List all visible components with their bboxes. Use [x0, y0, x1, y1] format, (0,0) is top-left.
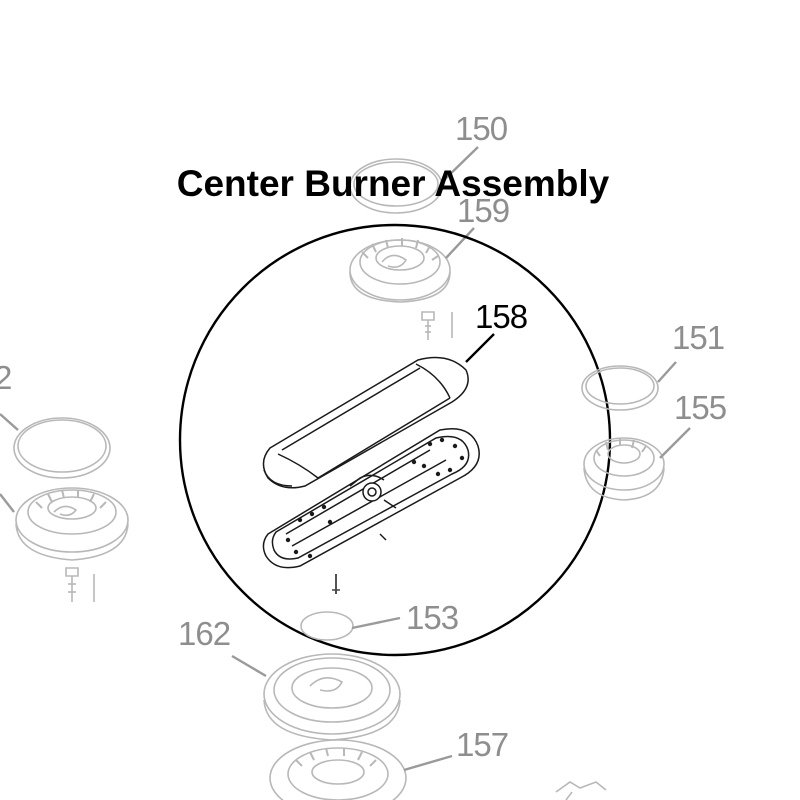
callout-153[interactable]: 153: [406, 599, 459, 636]
part-157-burner[interactable]: [269, 739, 407, 800]
callout-162[interactable]: 162: [178, 615, 231, 652]
callout-158[interactable]: 158: [475, 298, 528, 335]
callout-152[interactable]: 2: [0, 359, 12, 396]
part-158-cover-plate[interactable]: [262, 356, 469, 489]
part-152-burner-cap[interactable]: [13, 417, 111, 479]
part-152-burner-head[interactable]: [15, 487, 129, 561]
part-155-burner-head[interactable]: [583, 437, 665, 501]
leader-158: [465, 333, 495, 363]
part-153-small-cap[interactable]: [300, 611, 354, 641]
leader-153: [351, 616, 401, 630]
part-159-burner-head[interactable]: [349, 238, 451, 303]
part-screw-bottom[interactable]: [332, 574, 340, 594]
callout-151[interactable]: 151: [672, 319, 725, 356]
part-fragment-bottom-right: [555, 781, 607, 800]
callout-150[interactable]: 150: [455, 110, 508, 147]
part-screw-left[interactable]: [65, 567, 95, 602]
magnifier-circle: [178, 223, 612, 657]
part-150-burner-cap[interactable]: [349, 158, 443, 214]
part-151-burner-cap[interactable]: [581, 365, 659, 411]
callout-159[interactable]: 159: [457, 192, 510, 229]
leader-157: [403, 754, 453, 772]
leader-152b: [0, 493, 15, 513]
part-screw-top[interactable]: [421, 311, 453, 340]
part-158-burner-base[interactable]: [262, 428, 480, 569]
callout-155[interactable]: 155: [674, 389, 727, 426]
part-162-burner-base[interactable]: [263, 653, 401, 741]
diagram-title: Center Burner Assembly: [176, 163, 610, 204]
leader-155: [659, 427, 691, 459]
callout-157[interactable]: 157: [456, 726, 509, 763]
leader-152: [0, 413, 19, 431]
leader-162: [231, 654, 267, 678]
leader-151: [657, 361, 677, 383]
leader-150: [441, 146, 479, 183]
leader-159: [445, 227, 475, 259]
